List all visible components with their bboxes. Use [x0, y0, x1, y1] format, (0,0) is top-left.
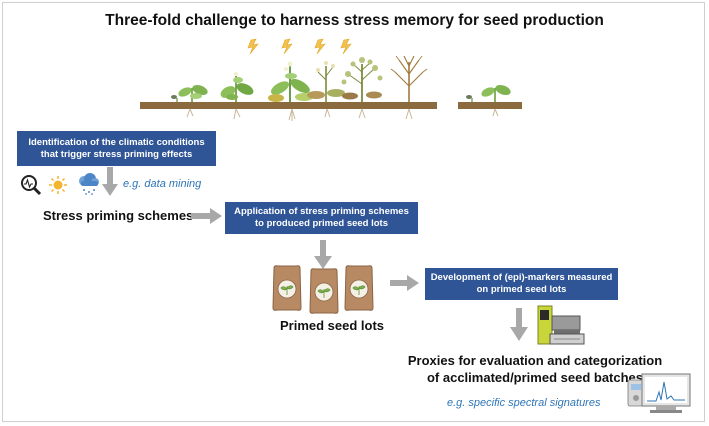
box-epi-markers: Development of (epi)-markers measured on… — [425, 268, 618, 300]
seed-bags-group — [272, 265, 374, 314]
seed-bag-icon — [309, 268, 339, 314]
box-application: Application of stress priming schemes to… — [225, 202, 418, 234]
figure-title: Three-fold challenge to harness stress m… — [105, 12, 604, 29]
label-stress-priming-schemes: Stress priming schemes — [43, 208, 194, 223]
box-identification: Identification of the climatic condition… — [17, 131, 216, 166]
figure-frame — [2, 2, 705, 422]
arrow-down-1 — [102, 167, 118, 196]
spectrometer-icon — [537, 305, 585, 345]
arrow-down-3 — [510, 308, 528, 341]
computer-icon — [627, 373, 691, 413]
proxies-line2: of acclimated/primed seed batches — [426, 370, 644, 385]
box-identification-line2: that trigger stress priming effects — [40, 148, 193, 160]
sun-icon — [49, 176, 67, 194]
box-application-line2: to produced primed seed lots — [254, 218, 389, 229]
box-application-line1: Application of stress priming schemes — [234, 206, 409, 217]
arrow-right-1 — [191, 208, 222, 224]
seed-bag-icon — [272, 265, 302, 311]
arrow-right-2 — [390, 275, 419, 291]
magnifier-chart-icon — [21, 175, 42, 196]
label-primed-seed-lots: Primed seed lots — [280, 318, 385, 333]
proxies-line1: Proxies for evaluation and categorizatio… — [407, 353, 663, 368]
example-spectral-signatures: e.g. specific spectral signatures — [447, 397, 601, 409]
box-identification-line1: Identification of the climatic condition… — [28, 136, 205, 148]
example-data-mining: e.g. data mining — [123, 178, 202, 190]
proxies-text: Proxies for evaluation and categorizatio… — [400, 352, 670, 386]
box-epi-markers-line1: Development of (epi)-markers measured — [430, 272, 613, 283]
seed-bag-icon — [344, 265, 374, 311]
box-epi-markers-line2: on primed seed lots — [476, 284, 567, 295]
cloud-icon — [79, 173, 99, 195]
arrow-down-2 — [314, 240, 332, 269]
